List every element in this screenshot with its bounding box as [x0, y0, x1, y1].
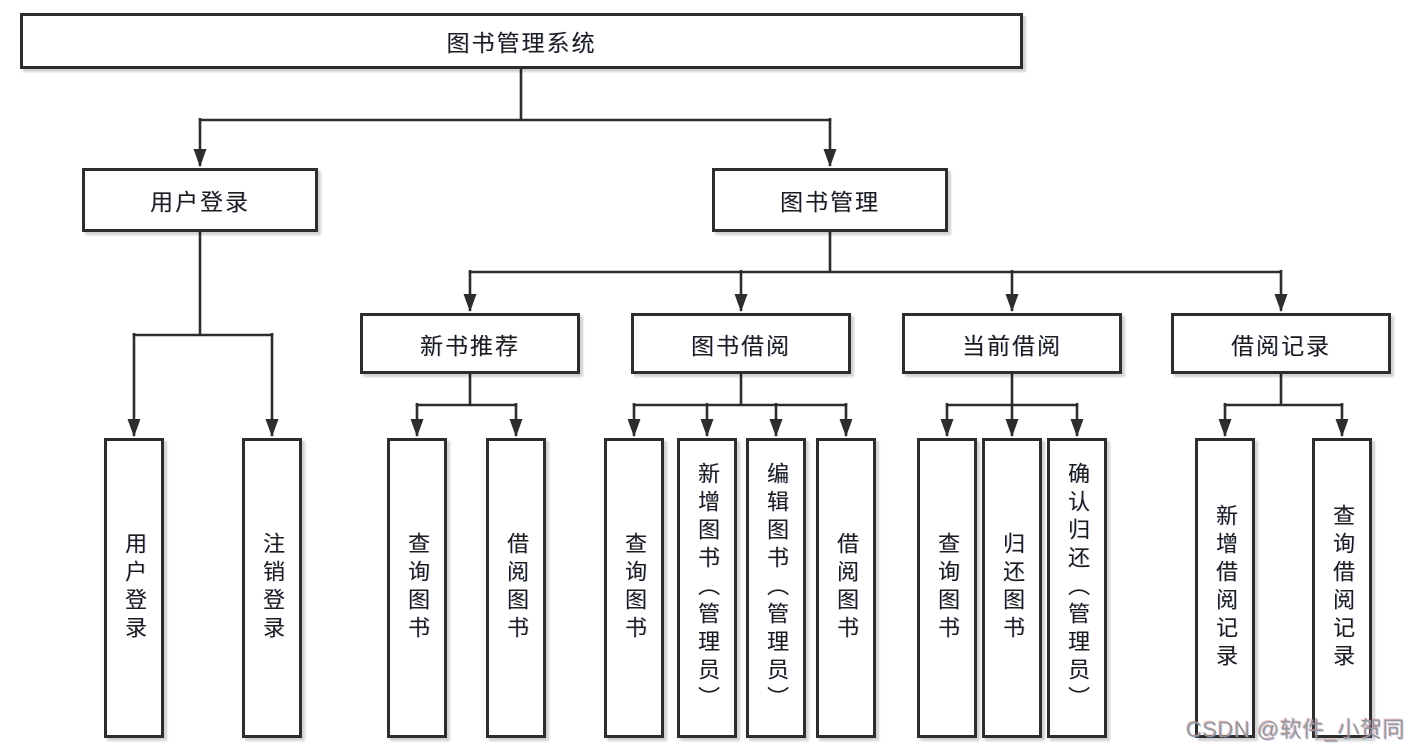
leaf-logout: 注销登录 — [242, 438, 302, 738]
node-current-borrowing: 当前借阅 — [902, 313, 1122, 374]
leaf-add-borrow-record-label: 新增借阅记录 — [1213, 504, 1238, 672]
leaf-user-login-label: 用户登录 — [122, 532, 147, 644]
node-root-label: 图书管理系统 — [446, 30, 597, 56]
leaf-query-borrow-record-label: 查询借阅记录 — [1330, 504, 1355, 672]
leaf-edit-books-admin: 编辑图书（管理员） — [746, 438, 806, 738]
node-borrowing-records-label: 借阅记录 — [1231, 332, 1331, 359]
node-book-management: 图书管理 — [712, 168, 948, 232]
leaf-query-books-recommend: 查询图书 — [387, 438, 447, 738]
leaf-borrow-books-label: 借阅图书 — [834, 532, 859, 644]
leaf-add-borrow-record: 新增借阅记录 — [1195, 438, 1255, 738]
node-new-book-recommend: 新书推荐 — [360, 313, 580, 374]
node-user-login-label: 用户登录 — [150, 189, 250, 215]
leaf-borrow-books-recommend-label: 借阅图书 — [504, 532, 529, 644]
node-root: 图书管理系统 — [20, 13, 1023, 69]
leaf-return-books-label: 归还图书 — [1000, 532, 1025, 644]
leaf-user-login: 用户登录 — [104, 438, 164, 738]
leaf-query-books-borrowing: 查询图书 — [604, 438, 664, 738]
leaf-add-books-admin-label: 新增图书（管理员） — [695, 462, 720, 714]
node-borrowing-records: 借阅记录 — [1171, 313, 1391, 374]
leaf-query-books-current-label: 查询图书 — [935, 532, 960, 644]
node-book-borrowing-label: 图书借阅 — [691, 332, 791, 359]
leaf-query-borrow-record: 查询借阅记录 — [1312, 438, 1372, 738]
leaf-borrow-books-recommend: 借阅图书 — [486, 438, 546, 738]
leaf-confirm-return-admin: 确认归还（管理员） — [1047, 438, 1107, 738]
leaf-logout-label: 注销登录 — [260, 532, 285, 644]
leaf-query-books-borrowing-label: 查询图书 — [622, 532, 647, 644]
node-new-book-recommend-label: 新书推荐 — [420, 332, 520, 359]
leaf-edit-books-admin-label: 编辑图书（管理员） — [764, 462, 789, 714]
node-current-borrowing-label: 当前借阅 — [962, 332, 1062, 359]
node-book-borrowing: 图书借阅 — [631, 313, 851, 374]
node-book-management-label: 图书管理 — [780, 189, 880, 215]
leaf-confirm-return-admin-label: 确认归还（管理员） — [1065, 462, 1090, 714]
csdn-watermark: CSDN @软件_小贺同学 — [1186, 717, 1405, 742]
leaf-query-books-recommend-label: 查询图书 — [405, 532, 430, 644]
node-user-login: 用户登录 — [82, 168, 318, 232]
leaf-return-books: 归还图书 — [982, 438, 1042, 738]
leaf-add-books-admin: 新增图书（管理员） — [677, 438, 737, 738]
leaf-query-books-current: 查询图书 — [917, 438, 977, 738]
leaf-borrow-books: 借阅图书 — [816, 438, 876, 738]
